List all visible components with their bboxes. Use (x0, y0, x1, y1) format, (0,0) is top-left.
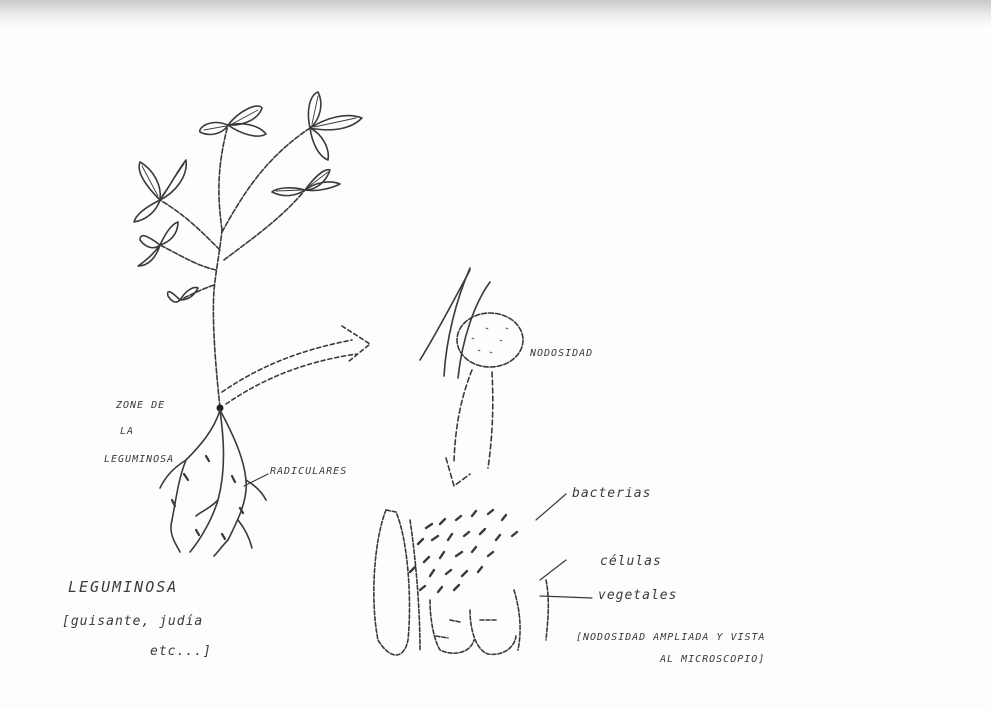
label-bacteria: bacterias (572, 486, 651, 501)
label-root-zone-line2: LA (120, 426, 134, 437)
label-root-zone-line1: ZONE DE (116, 400, 165, 411)
label-pointers (536, 494, 592, 598)
label-cells: células (600, 554, 662, 569)
plant-stem (160, 125, 310, 408)
leaf-cluster-top (200, 106, 266, 136)
nodule-closeup (420, 268, 523, 378)
label-root-hairs: RADICULARES (270, 466, 347, 477)
zoom-arrow-down (446, 370, 493, 486)
magnify-arrow (222, 326, 370, 404)
leaf-cluster-left (134, 160, 198, 302)
root-hairs-pointer (244, 474, 268, 486)
bacteria-marks (410, 510, 517, 592)
plant-examples-line2: etc...] (150, 644, 212, 659)
plant-examples-line1: [guisante, judía (62, 614, 203, 629)
label-vegetal: vegetales (598, 588, 677, 603)
roots (160, 405, 266, 557)
microscope-view (374, 510, 548, 655)
caption-line1: [NODOSIDAD AMPLIADA Y VISTA (576, 632, 766, 643)
caption-line2: AL MICROSCOPIO] (660, 654, 765, 665)
plant-title: LEGUMINOSA (68, 578, 178, 596)
nodule-texture (472, 328, 508, 353)
label-root-zone-line3: LEGUMINOSA (104, 454, 174, 465)
label-nodule: NODOSIDAD (530, 348, 593, 359)
